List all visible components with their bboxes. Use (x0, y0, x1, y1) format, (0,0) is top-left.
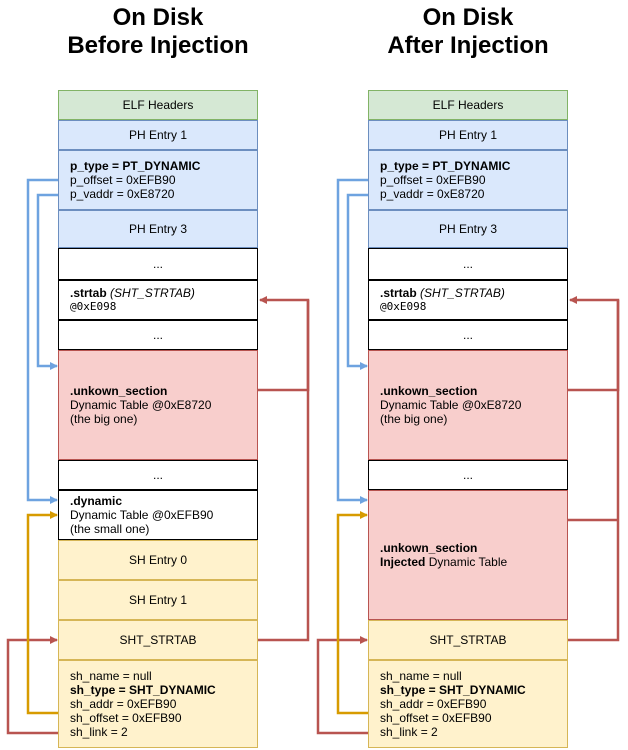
before-ellipsis-2: ... (58, 320, 258, 350)
before-ellipsis-3: ... (58, 460, 258, 490)
before-sht-strtab: SHT_STRTAB (58, 620, 258, 660)
before-strtab-section: .strtab (SHT_STRTAB) @0xE098 (58, 280, 258, 320)
after-ph-dynamic-entry: p_type = PT_DYNAMIC p_offset = 0xEFB90 p… (368, 150, 568, 210)
before-arrow-shaddr-to-dynamic (26, 511, 58, 715)
after-sht-strtab: SHT_STRTAB (368, 620, 568, 660)
after-ellipsis-2: ... (368, 320, 568, 350)
before-arrow-shtstrtab-to-strtab (258, 300, 310, 642)
after-arrow-shaddr-to-injected (336, 511, 368, 715)
before-ph-dynamic-entry: p_type = PT_DYNAMIC p_offset = 0xEFB90 p… (58, 150, 258, 210)
before-sh-dynamic-entry: sh_name = null sh_type = SHT_DYNAMIC sh_… (58, 660, 258, 748)
before-ellipsis-1: ... (58, 248, 258, 280)
before-arrow-link-to-shtstrtab (6, 636, 58, 735)
after-elf-headers: ELF Headers (368, 90, 568, 120)
after-ph-entry-3: PH Entry 3 (368, 210, 568, 248)
after-arrow-offset-to-injected (336, 178, 368, 504)
after-ellipsis-3: ... (368, 460, 568, 490)
before-ph-entry-3: PH Entry 3 (58, 210, 258, 248)
after-ellipsis-1: ... (368, 248, 568, 280)
before-unknown-section: .unkown_section Dynamic Table @0xE8720 (… (58, 350, 258, 460)
after-ph-entry-1: PH Entry 1 (368, 120, 568, 150)
before-dynamic-section: .dynamic Dynamic Table @0xEFB90 (the sma… (58, 490, 258, 540)
before-sh-entry-1: SH Entry 1 (58, 580, 258, 620)
before-arrow-offset-to-dynamic (26, 178, 58, 504)
before-arrow-unknown-to-strtab (258, 296, 310, 392)
after-sh-dynamic-entry: sh_name = null sh_type = SHT_DYNAMIC sh_… (368, 660, 568, 748)
after-arrow-link-to-shtstrtab (316, 636, 368, 735)
before-elf-headers: ELF Headers (58, 90, 258, 120)
after-strtab-section: .strtab (SHT_STRTAB) @0xE098 (368, 280, 568, 320)
before-sh-entry-0: SH Entry 0 (58, 540, 258, 580)
after-arrow-shtstrtab-to-strtab (568, 300, 620, 642)
before-ph-entry-1: PH Entry 1 (58, 120, 258, 150)
after-arrow-unknown-to-strtab (568, 296, 620, 392)
before-arrow-vaddr-to-unknown (36, 193, 58, 370)
after-unknown-section: .unkown_section Dynamic Table @0xE8720 (… (368, 350, 568, 460)
before-title: On Disk Before Injection (67, 4, 249, 59)
after-injected-section: .unkown_section Injected Dynamic Table (368, 490, 568, 620)
after-arrow-vaddr-to-unknown (346, 193, 368, 370)
after-title: On Disk After Injection (387, 4, 549, 59)
